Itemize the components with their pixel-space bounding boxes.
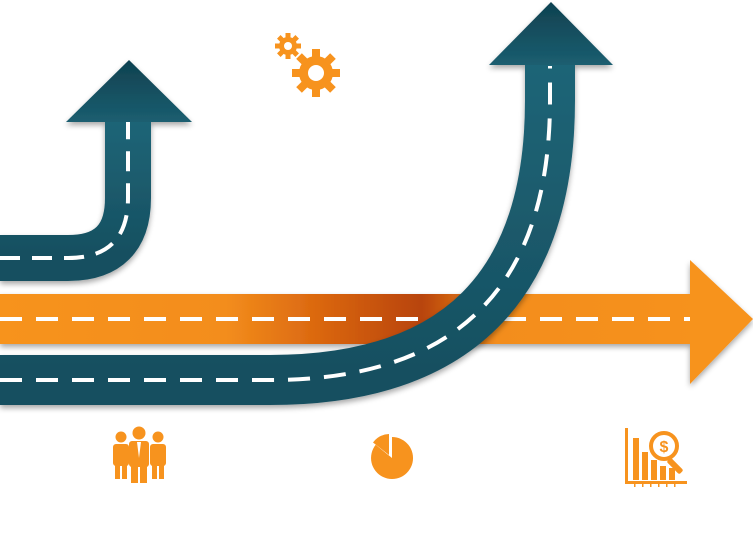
short-teal-road	[0, 60, 192, 281]
short-teal-road-arrowhead	[66, 60, 192, 122]
team-icon	[113, 426, 166, 483]
long-teal-road-arrowhead	[489, 2, 613, 65]
gears-icon	[275, 33, 340, 97]
orange-road	[0, 260, 753, 384]
long-teal-road-lane-markings	[0, 66, 552, 382]
orange-road-arrowhead	[690, 260, 753, 384]
short-teal-road-lane-markings	[0, 122, 130, 260]
svg-text:$: $	[660, 439, 669, 456]
long-teal-road	[0, 2, 613, 405]
pie-chart-icon	[371, 434, 414, 479]
financial-analysis-icon: $	[625, 428, 687, 487]
